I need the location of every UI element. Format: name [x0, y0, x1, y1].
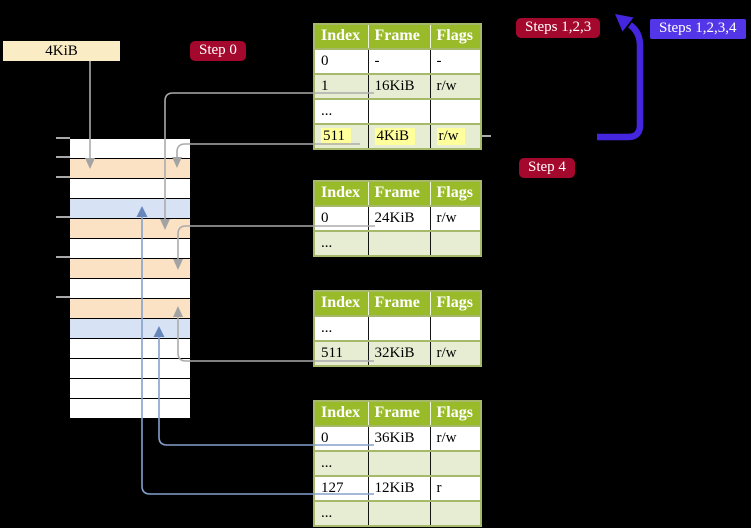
memory-row-white [70, 239, 190, 259]
table-cell [368, 500, 431, 526]
table-cell: 127 [314, 475, 369, 501]
table-cell: r/w [430, 73, 481, 99]
column-header-flags: Flags [430, 401, 481, 426]
column-header-flags: Flags [430, 181, 481, 206]
memory-row-peach [70, 299, 190, 319]
steps-loop-arrowhead-icon [615, 14, 634, 32]
tick-mark [56, 296, 70, 298]
table-cell [430, 98, 481, 124]
table-cell: 511 [314, 123, 369, 149]
tick-mark [56, 216, 70, 218]
steps-1234-badge: Steps 1,2,3,4 [650, 19, 746, 39]
table-cell: 4KiB [368, 123, 431, 149]
column-header-index: Index [314, 401, 369, 426]
memory-row-peach [70, 259, 190, 279]
tick-mark [56, 156, 70, 158]
table-row: ... [314, 500, 481, 526]
table-row: ... [314, 230, 481, 256]
table-row: 0-- [314, 48, 481, 74]
memory-row-white [70, 359, 190, 379]
steps-loop-arrow [597, 22, 644, 141]
memory-row-blue [70, 319, 190, 339]
table-cell: 0 [314, 48, 369, 74]
table-cell: r/w [430, 123, 481, 149]
column-header-flags: Flags [430, 24, 481, 49]
highlighted-value: 4KiB [374, 128, 416, 145]
table-cell [430, 315, 481, 341]
memory-row-white [70, 179, 190, 199]
memory-row-blue [70, 199, 190, 219]
tick-mark [56, 256, 70, 258]
table-cell [368, 450, 431, 476]
table-cell [368, 230, 431, 256]
table-row: 511 4KiB r/w [314, 123, 481, 149]
table-cell: 36KiB [368, 425, 431, 451]
table-row: ... [314, 450, 481, 476]
table-cell: 24KiB [368, 205, 431, 231]
table-cell [368, 98, 431, 124]
table-cell: - [368, 48, 431, 74]
table-cell [430, 230, 481, 256]
table-cell: 16KiB [368, 73, 431, 99]
table-cell: 12KiB [368, 475, 431, 501]
table-cell: - [430, 48, 481, 74]
table-cell: ... [314, 315, 369, 341]
table-cell: 511 [314, 340, 369, 366]
memory-row-peach [70, 159, 190, 179]
tick-mark [56, 176, 70, 178]
column-header-frame: Frame [368, 181, 431, 206]
table-cell: ... [314, 450, 369, 476]
column-header-index: Index [314, 24, 369, 49]
memory-row-white [70, 279, 190, 299]
step0-badge: Step 0 [190, 41, 246, 61]
tick-mark [56, 137, 70, 139]
memory-row-white [70, 339, 190, 359]
table-cell [368, 315, 431, 341]
table-cell: ... [314, 500, 369, 526]
column-header-frame: Frame [368, 291, 431, 316]
table-cell: r/w [430, 340, 481, 366]
column-header-index: Index [314, 291, 369, 316]
memory-row-white [70, 399, 190, 419]
highlighted-value: 511 [321, 128, 351, 145]
table-cell: 0 [314, 425, 369, 451]
memory-row-white [70, 379, 190, 399]
memory-row-white [70, 139, 190, 159]
table-row: ... [314, 315, 481, 341]
column-header-flags: Flags [430, 291, 481, 316]
table-cell [430, 500, 481, 526]
table-cell: 32KiB [368, 340, 431, 366]
column-header-frame: Frame [368, 24, 431, 49]
table-cell: r/w [430, 205, 481, 231]
steps-123-badge: Steps 1,2,3 [516, 18, 601, 38]
table-cell: r/w [430, 425, 481, 451]
column-header-index: Index [314, 181, 369, 206]
highlighted-value: r/w [436, 128, 465, 145]
memory-row-peach [70, 219, 190, 239]
column-header-frame: Frame [368, 401, 431, 426]
table-cell [430, 450, 481, 476]
table-cell: 0 [314, 205, 369, 231]
table-cell: r [430, 475, 481, 501]
table-cell: ... [314, 230, 369, 256]
table-cell: ... [314, 98, 369, 124]
table-row: ... [314, 98, 481, 124]
step4-badge: Step 4 [519, 158, 575, 178]
memory-column [70, 138, 190, 419]
page-size-label: 4KiB [3, 41, 120, 61]
table-cell: 1 [314, 73, 369, 99]
